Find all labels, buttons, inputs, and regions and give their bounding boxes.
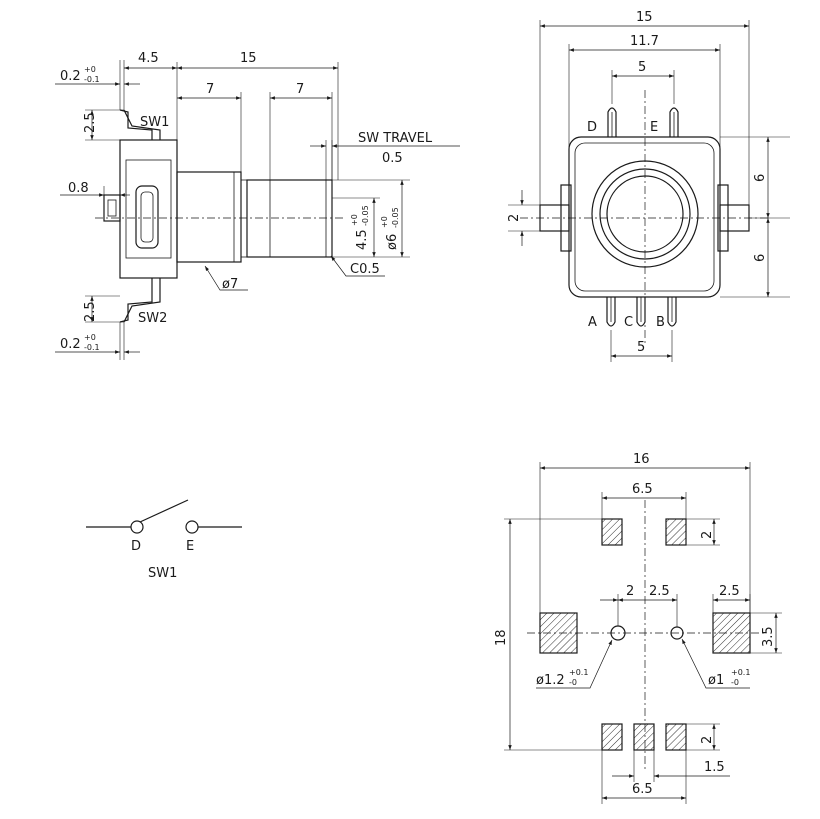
dim-11-7: 11.7 — [568, 34, 721, 150]
dim-6-5-bot: 6.5 — [601, 750, 687, 804]
dim-15-front-text: 15 — [636, 10, 653, 25]
dim-7a: 7 — [206, 82, 214, 97]
front-view-body — [520, 90, 770, 345]
pad-top-right — [665, 518, 687, 546]
hole-right-sup: +0.1 — [731, 668, 750, 677]
bushing-dia: ø7 — [222, 277, 238, 292]
pad-bot-left — [601, 723, 623, 751]
pin-label-b: B — [656, 315, 665, 330]
schematic-pin-e: E — [186, 539, 194, 554]
dim-2-5-mid-text: 2.5 — [649, 584, 670, 599]
dim-7b: 7 — [296, 82, 304, 97]
dim-sevens: 7 7 — [177, 82, 333, 180]
shaft-dia-value: ø6 — [385, 234, 400, 250]
dim-hole-left: ø1.2 +0.1 -0 — [536, 639, 613, 689]
shaft-flat-sub: -0.05 — [361, 205, 370, 226]
dim-2-bot-text: 2 — [700, 736, 715, 744]
dim-5-top-text: 5 — [638, 60, 646, 75]
side-view-body — [95, 109, 345, 323]
dim-6-bot-text: 6 — [753, 254, 768, 262]
label-sw2-side: SW2 — [138, 311, 167, 326]
dim-top-widths: 4.5 15 — [124, 51, 339, 180]
tol-top-value: 0.2 — [60, 69, 81, 84]
dim-tol-bot: 0.2 +0 -0.1 — [55, 322, 140, 360]
hole-left-sup: +0.1 — [569, 668, 588, 677]
tol-top-sub: -0.1 — [84, 75, 100, 84]
dim-2-5-top-text: 2.5 — [83, 112, 98, 133]
dim-hole-right: ø1 +0.1 -0 — [681, 638, 750, 689]
pin-label-e: E — [650, 120, 658, 135]
dim-1-5-text: 1.5 — [704, 760, 725, 775]
shaft-flat-sup: +0 — [350, 214, 359, 226]
dim-2-front: 2 — [507, 190, 540, 246]
tol-bot-sup: +0 — [84, 333, 96, 342]
dim-15-side: 15 — [240, 51, 257, 66]
pad-bot-mid — [633, 723, 655, 751]
schematic-pin-d: D — [131, 539, 141, 554]
dim-5-bot-text: 5 — [637, 340, 645, 355]
pcb-footprint: 16 6.5 2 18 2 — [494, 452, 782, 804]
side-view: 0.2 +0 -0.1 4.5 15 7 7 2.5 — [55, 51, 460, 360]
front-view: D E A C B 15 11.7 5 — [507, 10, 790, 362]
shaft-dia-sup: +0 — [380, 216, 389, 228]
dim-5-top: 5 — [611, 60, 675, 104]
hole-right-sub: -0 — [731, 678, 739, 687]
dim-16-text: 16 — [633, 452, 650, 467]
dim-6-5-bot-text: 6.5 — [632, 782, 653, 797]
tol-bot-value: 0.2 — [60, 337, 81, 352]
dim-2-5-bot-text: 2.5 — [83, 301, 98, 322]
tol-top-sup: +0 — [84, 65, 96, 74]
dim-18-text: 18 — [494, 629, 509, 646]
schematic-name: SW1 — [148, 566, 177, 581]
dim-tol-top: 0.2 +0 -0.1 — [55, 60, 140, 110]
dim-3-5-text: 3.5 — [761, 626, 776, 647]
chamfer: C0.5 — [350, 262, 380, 277]
tol-bot-sub: -0.1 — [84, 343, 100, 352]
hole-left-value: ø1.2 — [536, 673, 565, 688]
pin-label-a: A — [588, 315, 597, 330]
shaft-flat-value: 4.5 — [355, 229, 370, 250]
pad-bot-right — [665, 723, 687, 751]
label-sw1-side: SW1 — [140, 115, 169, 130]
hole-right-value: ø1 — [708, 673, 724, 688]
sw-travel-value: 0.5 — [382, 151, 403, 166]
dim-6-6: 6 6 — [720, 136, 790, 298]
pin-label-c: C — [624, 315, 633, 330]
dim-15-front: 15 — [539, 10, 750, 205]
sw-travel-label: SW TRAVEL — [358, 131, 433, 146]
dim-3-5: 3.5 — [750, 612, 782, 654]
dim-mid: 2 2.5 — [600, 584, 678, 627]
dim-2-top-text: 2 — [700, 531, 715, 539]
dim-1-5: 1.5 — [612, 750, 730, 782]
dim-sw-travel: SW TRAVEL 0.5 — [310, 131, 460, 180]
switch-schematic: D E SW1 — [86, 499, 242, 581]
dim-2-top: 2 — [686, 518, 720, 546]
dim-shaft: 4.5 +0 -0.05 ø6 +0 -0.05 — [332, 179, 410, 258]
dim-2-front-text: 2 — [507, 214, 522, 222]
dim-2-5-right: 2.5 — [712, 584, 751, 613]
dim-11-7-text: 11.7 — [630, 34, 659, 49]
hole-left-sub: -0 — [569, 678, 577, 687]
shaft-dia-sub: -0.05 — [391, 207, 400, 228]
dim-2-mid-text: 2 — [626, 584, 634, 599]
dim-16: 16 — [539, 452, 751, 613]
dim-2-5-top: 2.5 SW1 — [83, 109, 169, 141]
dim-leaders-side: ø7 C0.5 — [204, 255, 385, 292]
dim-18: 18 — [494, 518, 602, 751]
dim-6-5-top-text: 6.5 — [632, 482, 653, 497]
dim-6-5-top: 6.5 — [601, 482, 687, 519]
dim-5-bot: 5 — [610, 330, 673, 362]
dim-6-top-text: 6 — [753, 174, 768, 182]
dim-0-8-text: 0.8 — [68, 181, 89, 196]
dim-2-5-bot: 2.5 SW2 — [83, 295, 167, 326]
pad-top-left — [601, 518, 623, 546]
dim-0-8: 0.8 — [60, 181, 130, 197]
dim-2-5-right-text: 2.5 — [719, 584, 740, 599]
dim-2-bot: 2 — [686, 723, 720, 751]
pin-label-d: D — [587, 120, 597, 135]
dim-4-5: 4.5 — [138, 51, 159, 66]
